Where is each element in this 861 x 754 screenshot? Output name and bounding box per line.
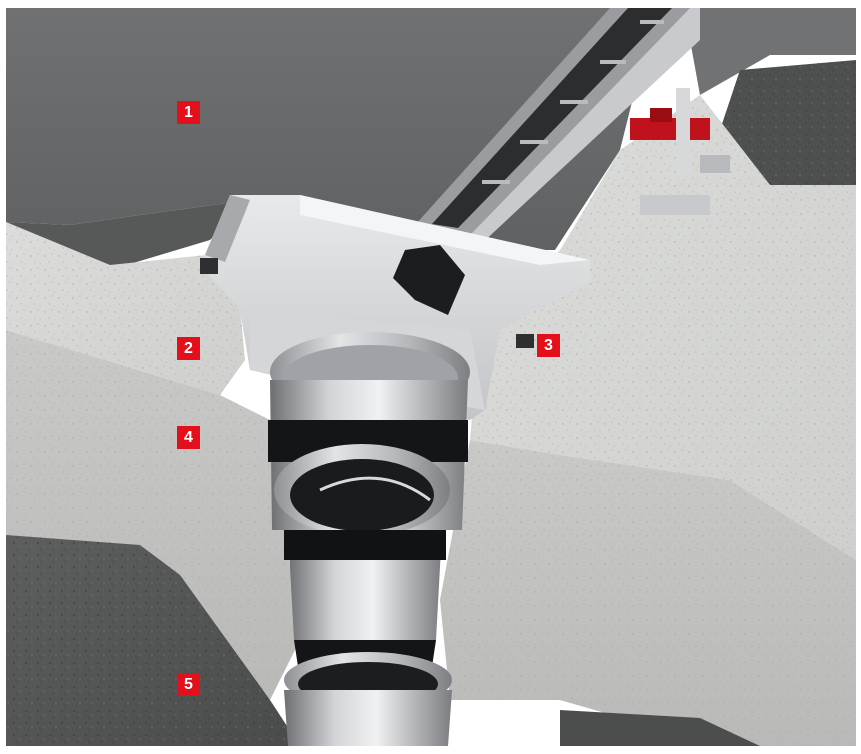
callout-marker-1: 1 xyxy=(177,101,200,124)
callout-marker-3: 3 xyxy=(537,334,560,357)
callout-marker-4: 4 xyxy=(177,426,200,449)
callout-marker-5: 5 xyxy=(177,673,200,696)
callout-marker-2: 2 xyxy=(177,337,200,360)
